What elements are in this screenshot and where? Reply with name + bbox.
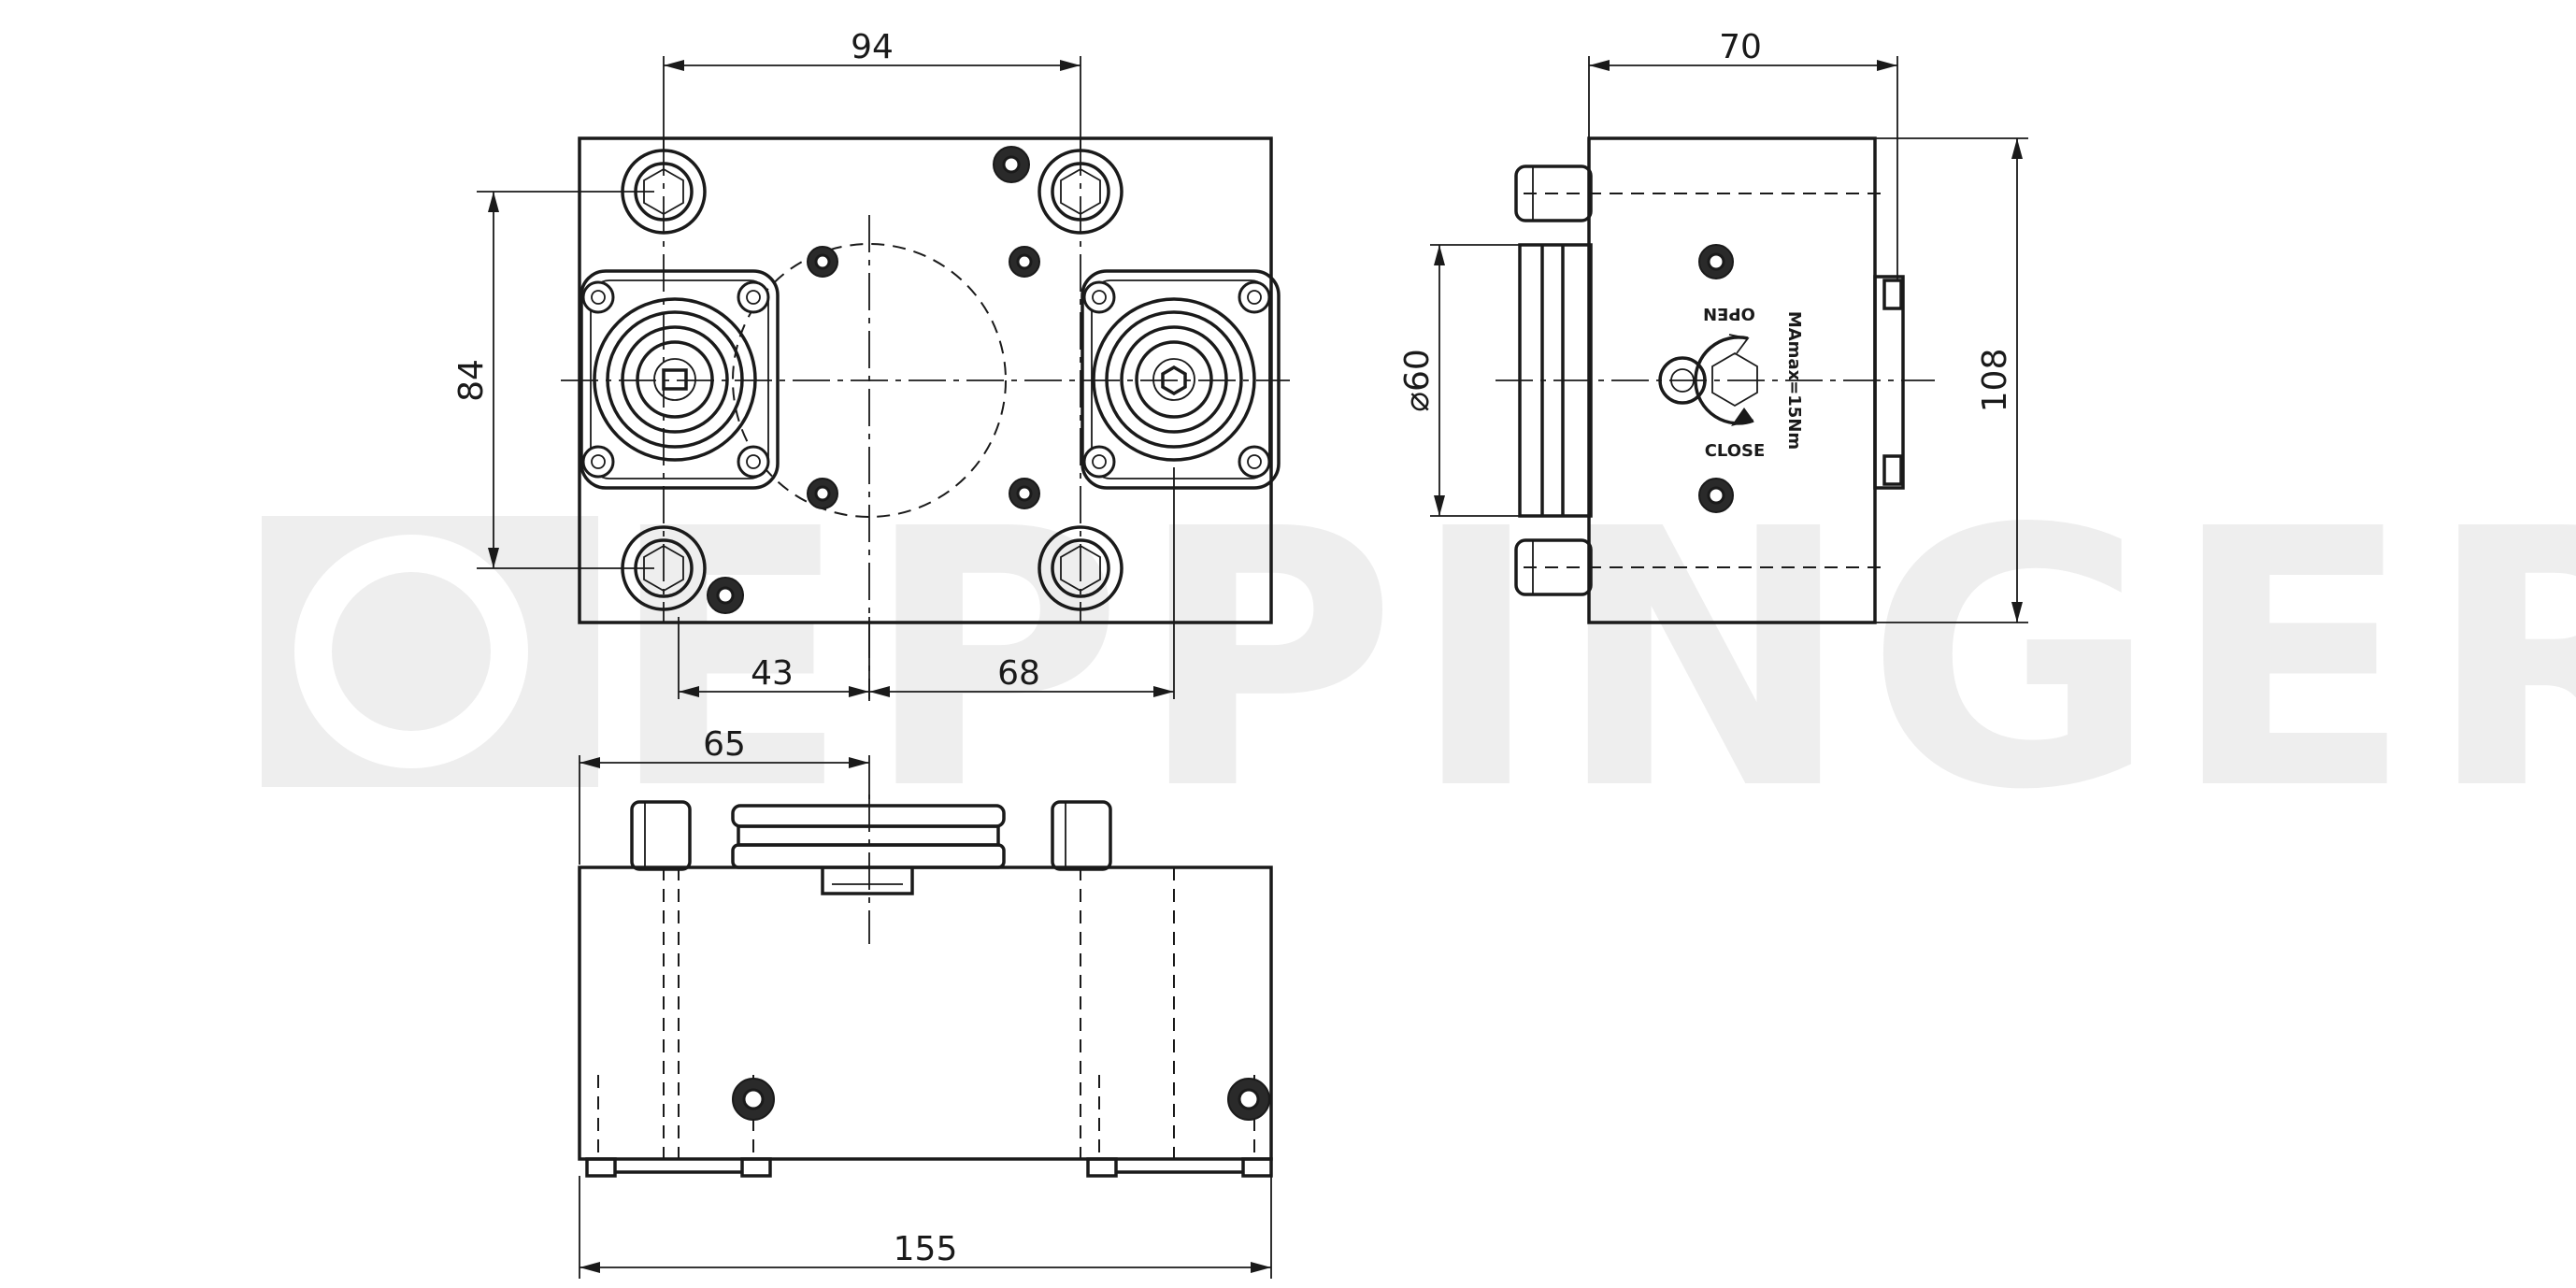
top-view-inner-screw-core — [814, 485, 831, 502]
top-view-bolt — [1038, 525, 1123, 611]
front-view-recess — [821, 867, 914, 895]
side-view-adjust-screw — [1658, 356, 1707, 405]
dimension-label-70: 70 — [1719, 28, 1762, 66]
dimension-label-65: 65 — [703, 725, 746, 764]
top-view-right-connector — [1080, 269, 1281, 490]
side-view: OPEN CLOSE MAmax=15Nm 70 ⌀60 — [1398, 28, 2028, 624]
dimension-label-68: 68 — [997, 654, 1040, 693]
label-open: OPEN — [1703, 304, 1755, 323]
front-view-body — [578, 866, 1273, 1161]
label-close: CLOSE — [1705, 441, 1766, 461]
top-view-set-screw-core — [1002, 155, 1021, 174]
front-view-foot — [740, 1157, 772, 1178]
dimension-side-width: 70 — [1588, 28, 1898, 280]
dimension-front-width: 155 — [579, 1176, 1272, 1279]
side-view-key — [1873, 275, 1905, 490]
watermark-logo-ring — [294, 535, 528, 768]
label-torque: MAmax=15Nm — [1784, 311, 1804, 450]
top-view-bolt — [1038, 149, 1123, 235]
dimension-side-height: 108 — [1875, 137, 2028, 623]
dimension-top-offsets: 43 68 — [678, 467, 1175, 699]
front-view-foot — [585, 1157, 617, 1178]
front-view-foot — [1086, 1157, 1118, 1178]
top-view-inner-screw-core — [1016, 253, 1033, 270]
dimension-top-height: 84 — [452, 191, 654, 569]
dimension-side-diameter: ⌀60 — [1398, 244, 1520, 517]
top-view-set-screw-core — [716, 586, 735, 605]
top-view: 94 84 43 68 — [452, 28, 1290, 701]
dimension-label-diameter: ⌀60 — [1398, 349, 1437, 411]
hex-socket-icon — [1711, 351, 1758, 408]
dimension-label-155: 155 — [894, 1230, 958, 1268]
watermark-brand: EPPINGER — [608, 453, 2576, 867]
front-view-foot — [1241, 1157, 1273, 1178]
front-view-pin — [630, 800, 692, 871]
rotation-arrow-icon — [1694, 336, 1754, 425]
front-view: 65 155 — [578, 725, 1273, 1279]
watermark: EPPINGER — [262, 453, 2576, 867]
top-view-inner-screw-core — [1016, 485, 1033, 502]
dimension-top-width: 94 — [663, 28, 1081, 150]
dimension-label-43: 43 — [751, 654, 794, 693]
dimension-label-94: 94 — [851, 28, 894, 66]
dimension-label-84: 84 — [452, 359, 491, 402]
top-view-inner-screw-core — [814, 253, 831, 270]
dimension-label-108: 108 — [1976, 349, 2014, 413]
top-view-left-connector — [580, 269, 780, 490]
top-view-hidden-bore — [732, 243, 1007, 518]
dimension-front-offset: 65 — [579, 725, 870, 865]
